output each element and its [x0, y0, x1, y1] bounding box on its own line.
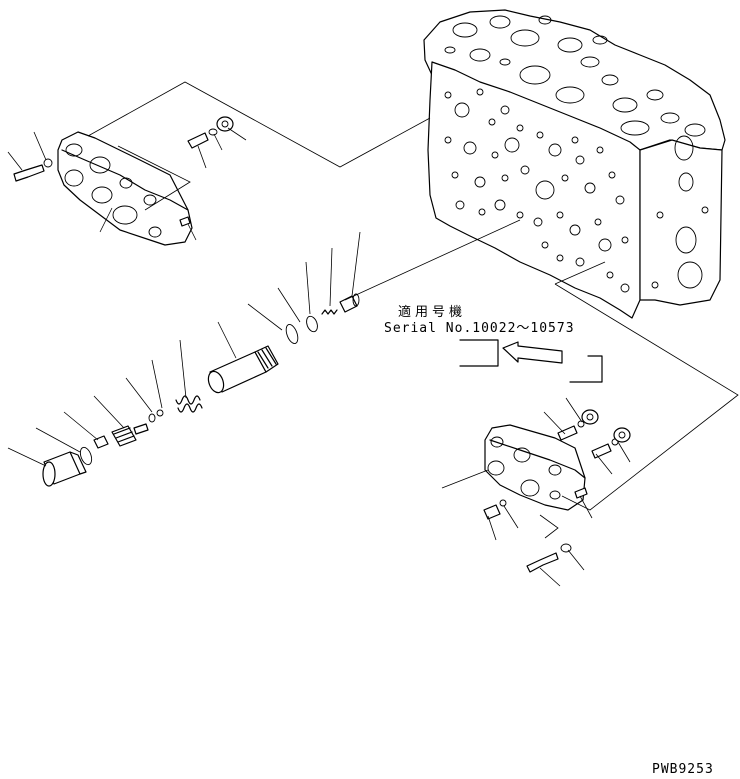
end-cap: [42, 451, 87, 487]
assembly-lines: [87, 81, 739, 539]
serial-range: Serial No.10022～10573: [384, 321, 575, 336]
lower-cover-assembly: [483, 409, 631, 573]
side-face-ports: [651, 135, 709, 289]
spring: [175, 395, 203, 413]
applicability-title: 適用号機: [398, 305, 467, 320]
main-valve-body: [423, 9, 726, 319]
callout-leaders: [7, 127, 631, 587]
drawing-code: PWB9253: [652, 762, 714, 777]
upper-cover-assembly: [13, 116, 234, 246]
applicability-bracket: [459, 339, 603, 383]
poppet: [111, 423, 149, 447]
relief-valve-parts: [42, 293, 360, 487]
top-face-ports: [444, 15, 706, 137]
valve-sleeve: [207, 345, 279, 394]
front-face-ports: [444, 88, 630, 293]
